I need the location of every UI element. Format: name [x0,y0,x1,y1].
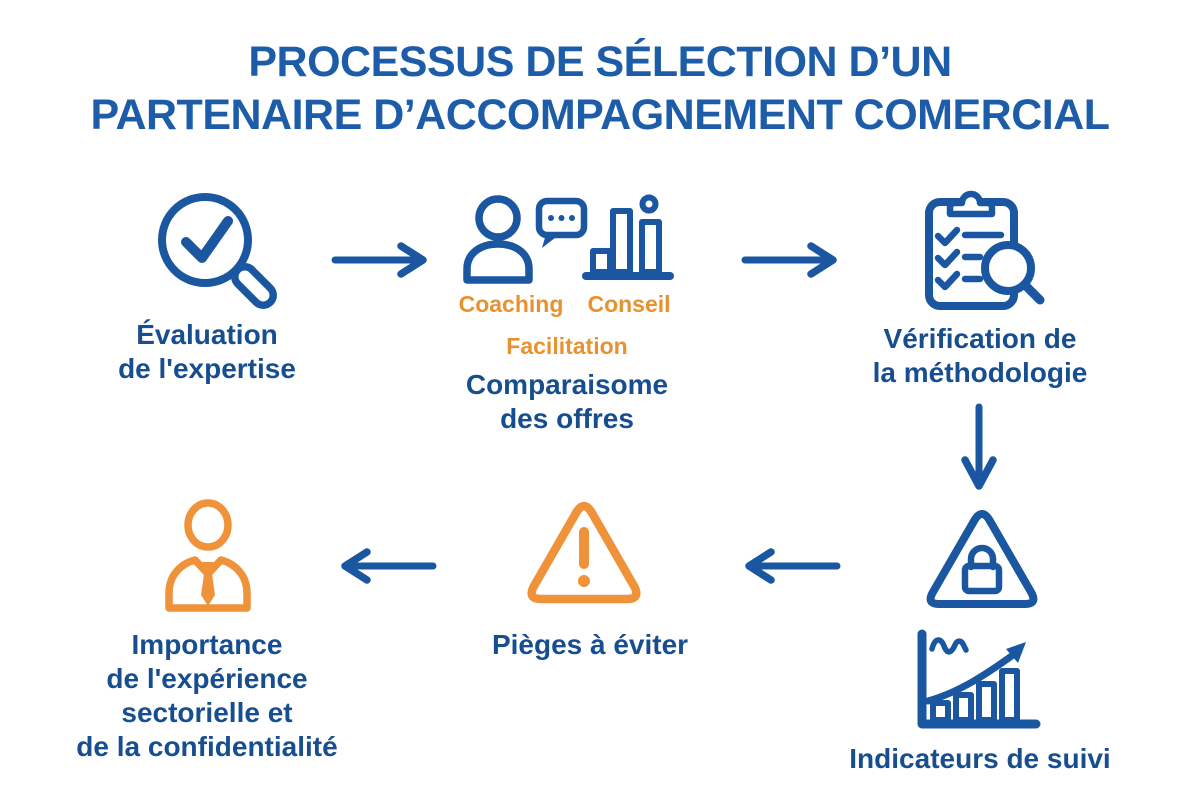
page-title-line-2: PARTENAIRE D’ACCOMPAGNEMENT COMERCIAL [90,91,1110,139]
step-indicators-label-line: Indicateurs de suivi [849,743,1111,774]
person-chat-icon [463,195,588,284]
warning-triangle-icon [527,501,641,604]
growth-chart-icon [917,629,1041,729]
step-importance-label-line: sectorielle et [121,697,293,728]
step-comparison-label-line: des offres [500,403,634,434]
step-indicators-label: Indicateurs de suivi [830,742,1130,776]
page-title: PROCESSUS DE SÉLECTION D’UN PARTENAIRE D… [0,36,1200,142]
step-pitfalls-label: Pièges à éviter [440,628,740,662]
step-importance-label-line: de l'expérience [106,663,308,694]
step-evaluation-label-line: de l'expertise [118,353,296,384]
flow-arrow-right-2 [741,242,837,278]
step-importance-label-line: de la confidentialité [76,731,338,762]
step-importance-label: Importance de l'expérience sectorielle e… [57,628,357,764]
step-evaluation-label: Évaluation de l'expertise [57,318,357,386]
step-pitfalls-label-line: Pièges à éviter [491,629,689,660]
flow-arrow-down [961,403,997,490]
step-comparison-label: Comparaisome des offres [417,368,717,436]
flow-arrow-left-1 [745,548,841,584]
magnifier-check-icon [158,193,277,309]
clipboard-check-magnifier-icon [925,190,1045,310]
step-verification-label: Vérification de la méthodologie [830,322,1130,390]
flow-arrow-right-1 [331,242,427,278]
triangle-lock-icon [926,510,1038,608]
flow-arrow-left-2 [341,548,437,584]
tag-facilitation: Facilitation [506,333,628,359]
bar-chart-icon [582,194,674,280]
step-verification-label-line: Vérification de [883,323,1077,354]
step-verification-label-line: la méthodologie [872,357,1088,388]
tag-coaching: Coaching [458,291,564,317]
step-importance-label-line: Importance [131,629,283,660]
step-evaluation-label-line: Évaluation [136,319,278,350]
page-title-line-1: PROCESSUS DE SÉLECTION D’UN [248,38,952,86]
step-comparison-label-line: Comparaisome [465,369,669,400]
tag-conseil: Conseil [587,291,671,317]
person-tie-icon [165,499,251,612]
